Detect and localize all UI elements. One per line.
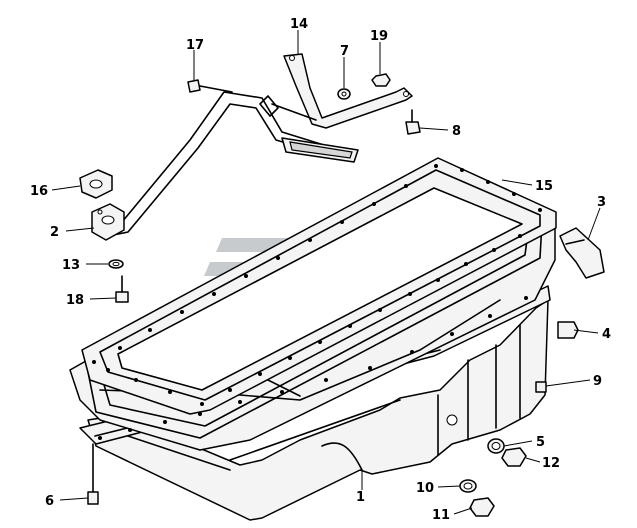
- callout-4: 4: [602, 327, 611, 342]
- callout-12: 12: [542, 456, 560, 471]
- callout-9: 9: [593, 374, 602, 389]
- callout-6: 6: [45, 494, 54, 509]
- oil-pan-gasket: [81, 157, 557, 415]
- callout-17: 17: [186, 38, 204, 53]
- callout-7: 7: [340, 44, 349, 59]
- pipe-flanges: [79, 169, 125, 241]
- callout-14: 14: [290, 17, 308, 32]
- callout-labels: 1 2 3 4 5 6 7 8 9 10 11 12 13 14 15 16 1…: [30, 17, 611, 523]
- leader-lines: [51, 30, 601, 515]
- fasteners: [87, 73, 605, 517]
- callout-5: 5: [536, 435, 545, 450]
- callout-10: 10: [416, 481, 434, 496]
- oil-pan: [87, 299, 549, 521]
- callout-15: 15: [535, 179, 553, 194]
- callout-11: 11: [432, 508, 450, 523]
- callout-3: 3: [597, 195, 606, 210]
- callout-2: 2: [50, 225, 59, 240]
- callout-18: 18: [66, 293, 84, 308]
- callout-1: 1: [356, 490, 365, 505]
- callout-16: 16: [30, 184, 48, 199]
- callout-13: 13: [62, 258, 80, 273]
- pipe-bracket: [259, 53, 413, 129]
- callout-19: 19: [370, 29, 388, 44]
- bolt-holes: [92, 164, 542, 440]
- callout-8: 8: [452, 124, 461, 139]
